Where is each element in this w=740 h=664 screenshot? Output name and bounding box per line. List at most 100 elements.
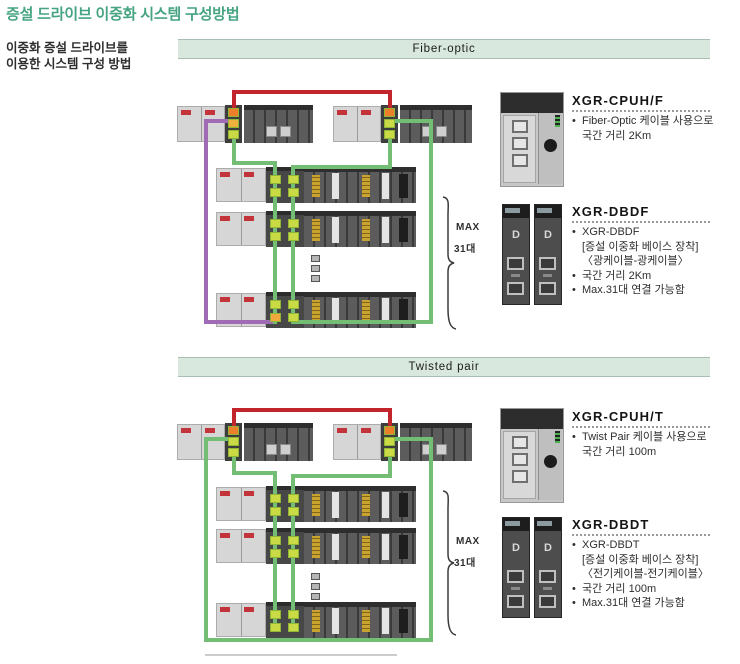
expansion-rack [216, 211, 418, 247]
bullet-text: 〈광케이블-광케이블〉 [582, 255, 689, 267]
product-title-xgr-dbdt: XGR-DBDT [572, 517, 650, 532]
product-title-xgr-cpuh-t: XGR-CPUH/T [572, 409, 664, 424]
intro-line-2: 이용한 시스템 구성 방법 [6, 57, 132, 71]
power-supply-module [177, 424, 225, 460]
io-modules [304, 528, 416, 564]
cable-red-sync [232, 408, 392, 412]
cable-green-ring [291, 165, 295, 324]
io-modules [400, 423, 472, 461]
section-header-fiber-optic: Fiber-optic [178, 39, 710, 59]
max-count-label: 31대 [454, 558, 476, 569]
module-letter: D [544, 542, 552, 554]
continuation-dots [311, 255, 320, 285]
max-count-label: 31대 [454, 244, 476, 255]
expansion-rack [216, 486, 418, 522]
cable-red-sync [232, 90, 392, 94]
module-letter: D [512, 229, 520, 241]
bullet-text: 〈전기케이블-전기케이블〉 [582, 568, 709, 580]
bullet-text: Twist Pair 케이블 사용으로 [582, 431, 707, 443]
shadow-line [205, 654, 397, 656]
drive-connector-module [225, 105, 242, 143]
expansion-rack [216, 167, 418, 203]
power-supply-module [216, 212, 266, 246]
drive-connector-module [266, 528, 304, 564]
section-header-twisted-pair: Twisted pair [178, 357, 710, 377]
product-bullets-xgr-cpuh-t: • Twist Pair 케이블 사용으로 국간 거리 100m [572, 430, 737, 459]
cpu-rack-b [333, 423, 472, 461]
cable-green-ring [204, 638, 433, 642]
io-modules [304, 167, 416, 203]
bullet-marker: • [572, 597, 576, 609]
power-supply-module [177, 106, 225, 142]
cable-red-sync [388, 408, 392, 428]
cable-green-ring [232, 471, 277, 475]
bullet-text: 국간 거리 100m [582, 582, 657, 595]
product-bullets-xgr-dbdt: •XGR-DBDT [증설 이중화 베이스 장착] 〈전기케이블-전기케이블〉 … [572, 538, 737, 611]
dotted-rule [572, 110, 710, 112]
dotted-rule [572, 426, 710, 428]
power-supply-module [333, 424, 381, 460]
cable-purple-ring [204, 119, 236, 123]
cable-green-ring [232, 457, 236, 473]
cable-green-ring [232, 132, 236, 165]
expansion-rack [216, 528, 418, 564]
intro-text: 이중화 증설 드라이브를 이용한 시스템 구성 방법 [6, 40, 131, 72]
cable-green-ring [291, 165, 392, 169]
drive-connector-module [381, 105, 398, 143]
io-modules [304, 211, 416, 247]
cable-green-ring [388, 457, 392, 476]
cable-red-sync [232, 408, 236, 428]
expansion-rack-last [216, 602, 418, 638]
continuation-dots [311, 573, 320, 603]
cable-green-ring [388, 132, 392, 167]
power-supply-module [216, 529, 266, 563]
max-label: MAX [456, 536, 480, 547]
bullet-marker: • [572, 539, 576, 551]
drive-connector-module [266, 602, 304, 638]
product-bullets-xgr-dbdf: • XGR-DBDF [증설 이중화 베이스 장착] 〈광케이블-광케이블〉 • 국… [572, 225, 737, 298]
cable-red-sync [388, 90, 392, 112]
cable-green-ring [394, 437, 433, 441]
bullet-text: Fiber-Optic 케이블 사용으로 [582, 115, 714, 127]
cpu-rack-a [177, 423, 313, 461]
dotted-rule [572, 221, 710, 223]
module-letter: D [544, 229, 552, 241]
power-supply-module [216, 487, 266, 521]
bullet-text: [증설 이중화 베이스 장착] [582, 553, 699, 566]
cable-green-ring [273, 161, 277, 324]
cable-green-ring [429, 119, 433, 324]
intro-line-1: 이중화 증설 드라이브를 [6, 41, 128, 55]
power-supply-module [216, 168, 266, 202]
cable-green-ring [204, 437, 208, 642]
io-modules [400, 105, 472, 143]
bullet-marker: • [572, 226, 576, 238]
bullet-text: XGR-DBDF [582, 226, 640, 238]
bullet-marker: • [572, 431, 576, 443]
bullet-text: 국간 거리 2Km [582, 269, 652, 282]
bullet-text: 국간 거리 100m [582, 445, 657, 458]
dotted-rule [572, 534, 710, 536]
cable-purple-ring [204, 320, 276, 324]
bullet-text: Max.31대 연결 가능함 [582, 597, 685, 609]
bullet-text: [증설 이중화 베이스 장착] [582, 240, 699, 253]
cable-green-ring [291, 320, 433, 324]
power-supply-module [216, 603, 266, 637]
dbd-module: D [502, 204, 530, 305]
bullet-text: Max.31대 연결 가능함 [582, 284, 685, 296]
module-letter: D [512, 542, 520, 554]
drive-connector-module [225, 423, 242, 461]
product-photo-xgr-cpuh-f [500, 92, 564, 187]
dbd-module: D [534, 517, 562, 618]
cpu-rack-b [333, 105, 472, 143]
io-modules [244, 105, 313, 143]
io-modules [244, 423, 313, 461]
bullet-marker: • [572, 284, 576, 296]
cable-green-ring [232, 161, 277, 165]
product-title-xgr-cpuh-f: XGR-CPUH/F [572, 93, 664, 108]
product-title-xgr-dbdf: XGR-DBDF [572, 204, 650, 219]
product-photo-xgr-cpuh-t [500, 408, 564, 503]
max-brace [442, 490, 457, 636]
bullet-marker: • [572, 269, 576, 282]
io-modules [304, 602, 416, 638]
